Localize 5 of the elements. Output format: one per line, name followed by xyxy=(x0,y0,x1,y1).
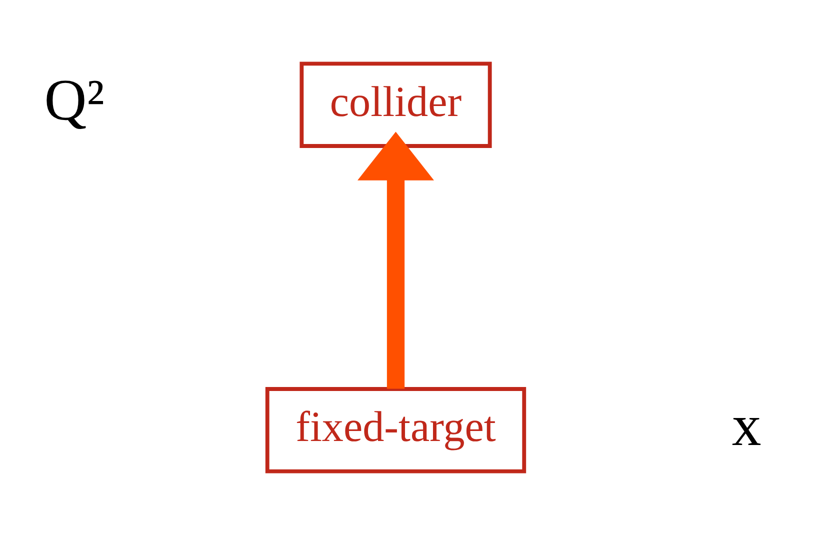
label: Q² xyxy=(44,68,104,133)
node-box: fixed-target xyxy=(265,387,526,474)
node-box: collider xyxy=(300,62,492,148)
label: x xyxy=(732,392,762,458)
arrow xyxy=(358,132,434,389)
